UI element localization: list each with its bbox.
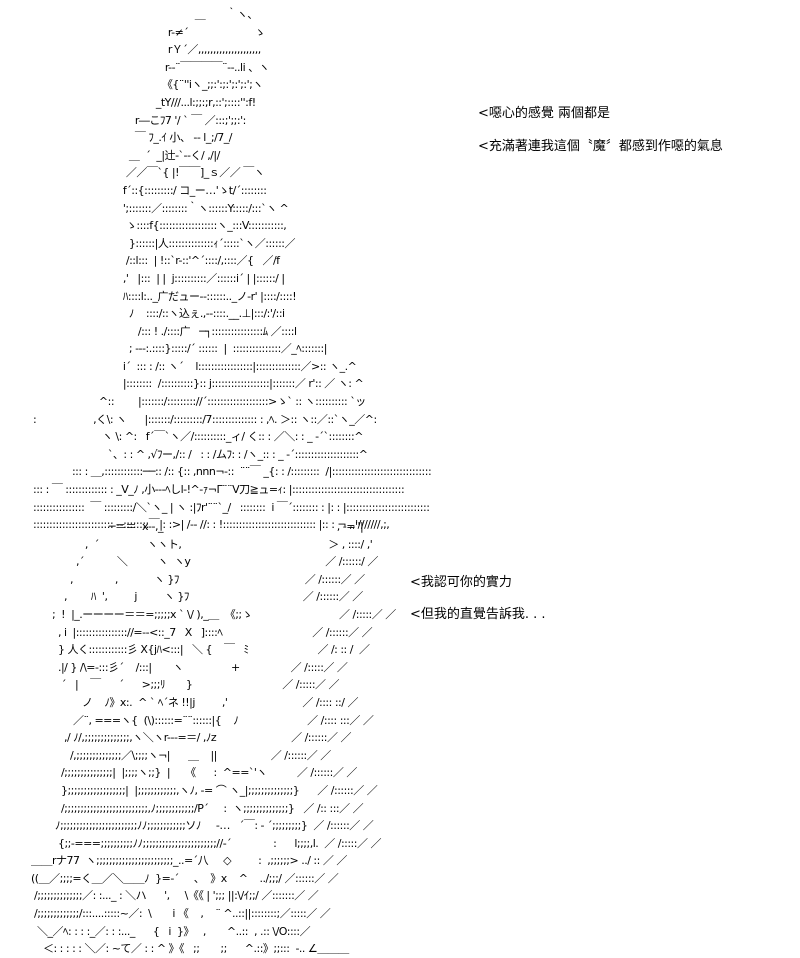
ascii-art-line: ／¨, ===ヽ{ (\)::::::=¨¨::::::|{ ﾉ ／ /::::… — [28, 713, 374, 727]
ascii-art-line: ::: : ￣ ::::::::::::: : _V_ﾉ ,小---ﾍしl-!^… — [30, 483, 405, 497]
ascii-art-line: ＿＿rナ77 ヽ;;;;;;;;;;;;;;;;;;;;;;;;_..=´八 ◇… — [28, 854, 347, 868]
ascii-art-line: r-≠´ ゝ — [30, 25, 266, 39]
ascii-art-line: } 人く::::::::::::彡 X{jﾊ<:::| ＼ { ￣ ﾐ ／ /:… — [28, 643, 370, 657]
ascii-art-line: ';:::::::／::::::::｀ヽ::::::Y:::::/:::`ヽ ^ — [30, 201, 289, 215]
ascii-art-line: , ﾊ ', j ヽ }ﾌ ／ /::::::／ ／ — [28, 590, 363, 604]
ascii-art-line: |:::::::: /::::::::::}:: j::::::::::::::… — [30, 377, 364, 391]
ascii-art-line: ﾉ ::::/::ヽ込ぇ.,--::::.__.⊥|:::/:'/::i — [30, 307, 285, 321]
ascii-art-line: ; ! |_.ーーーー＝＝=;;;;;x ` \/ ),_＿ 《;;ゝ ／ /:… — [28, 607, 396, 621]
ascii-art-line: ::: : ＿,::::::::::::──:: /:: {:: ,nnn¬-:… — [30, 465, 432, 479]
ascii-art-line: ─＝＝ x--,_ , -=''| — [28, 520, 364, 533]
ascii-art-line: r--¨￣￣￣￣¨--..li 、ヽ — [30, 60, 270, 74]
ascii-art-line: , i |:::::::::::::::://=--<::_7 X ]::::ﾍ… — [28, 625, 373, 639]
dialogue-line: <我認可你的實力 — [410, 575, 512, 590]
ascii-art-line: /;;;;;;;;;;;;;;;;;;;;;;;;;;,ﾉ;;;;;;;;;;;… — [28, 801, 364, 815]
ascii-art-top: ＿ ｀ヽ、 r-≠´ ゝ rＹ´／,,,,,,,,,,,,,,,,,,,,, r… — [30, 6, 432, 534]
ascii-art-line: /::l::: | !::`r-::'^´::::/,::::／{ ／/f — [30, 254, 280, 268]
ascii-art-line: ((＿／;;;;=く＿／＼＿＿ﾉ }=-´ 、 》x ^ ../;;;/ ／::… — [28, 871, 339, 885]
ascii-art-line: ￣ ﾌ_.ｲ 小、 -- l_;/7_/ — [30, 131, 233, 145]
ascii-art-line: ノ ﾉ》x:. ^ ` ﾍ´ネ !!|j ,' ／ /:::: ::/ ／ — [28, 695, 359, 709]
ascii-art-line: ヽ \: ^: f´￣`ヽ／/::::::::::_ィ/ く:: : ／＼: :… — [30, 430, 364, 444]
ascii-art-line: i´ ::: : /:: ヽ´ l:::::::::::::::::|:::::… — [30, 359, 357, 373]
ascii-art-line: f´::{:::::::::/ コ_ー…'ゝt/´:::::::: — [30, 183, 267, 197]
ascii-art-line: };;;;;;;;;;;;;;;;;;| |;;;;;;;;;;;;,ヽﾉ, -… — [28, 783, 378, 797]
ascii-art-line: 《{¨''iヽ_;;:':;:';:';:';ヽ — [30, 78, 263, 92]
ascii-art-line: ＿ ｀ヽ、 — [30, 8, 259, 21]
ascii-art-line: ﾉ;;;;;;;;;;;;;;;;;;;;;;;;ﾉﾉ;;;;;;;;;;;;ソ… — [28, 819, 374, 833]
ascii-art-line: /;;;;;;;;;;;;;/:::....:::::~／: \ i 《 , ¨… — [28, 907, 331, 921]
ascii-art-line: ＜: : : : : ＼／: ~て／ : : ^ 》《 ;; ;; ^.::》;… — [28, 942, 349, 956]
ascii-art-line: ,' |::: | | j::::::::::／::::::i´ | |::::… — [30, 271, 285, 285]
ascii-art-line: rＹ´／,,,,,,,,,,,,,,,,,,,,, — [30, 43, 261, 57]
ascii-art-line: /,;;;;;;;;;;;;;;／\;;;;ヽ¬| ＿ || ／ /::::::… — [28, 748, 331, 762]
ascii-art-line: /;;;;;;;;;;;;;;／: :..._ : ＼ハ ', \《《 | ';… — [28, 889, 319, 903]
dialogue-line: <噁心的感覺 兩個都是 — [478, 106, 611, 121]
ascii-art-line: ::::::::::::::::::::::::: --::::::::￣|: … — [30, 518, 390, 532]
ascii-art-line: `、: : ^ ,√ﾌー,/:: / : : /ムﾌ: : /ヽ_:: : _ … — [30, 447, 368, 461]
ascii-art-line: : ,く\: ヽ |:::::::/:::::::::/7:::::::::::… — [30, 412, 377, 426]
dialogue-line: <充滿著連我這個〝魔〞都感到作噁的氣息 — [478, 139, 723, 154]
ascii-art-line: ﾊ::::l:.._广だュー--::::::.._ノ-r' |::::/::::… — [30, 289, 297, 303]
ascii-art-line: ´ | ￣ ´ >;;;ﾘ } ／ /:::::／ ／ — [28, 678, 340, 692]
ascii-art-line: ; ---:.::::}:::::/´ :::::: | :::::::::::… — [30, 342, 328, 356]
ascii-art-line: }::::::|人::::::::::::::ｨ´:::::`ヽ／::::::／ — [30, 236, 296, 250]
ascii-art-line: /;;;;;;;;;;;;;;;| |;;;;ヽ;;} | 《 : ^==`'ヽ… — [28, 766, 357, 780]
ascii-art-line: _tY///...l:;;:;r,::';::::'':f! — [30, 95, 256, 109]
ascii-art-line: r―こﾌ7 '/ ` ￣ ／:::;';;:': — [30, 113, 246, 127]
ascii-art-line: , ´ ヽヽト, ＞ , ::::/ ,' — [28, 537, 373, 551]
ascii-art-line: :::::::::::::::: ￣ :::::::::/＼`ヽ_ | ヽ :|… — [30, 500, 430, 514]
ascii-art-line: ＼_／ﾍ: : : :_／: : :..._ { i }》 , ^..:: , … — [28, 924, 311, 938]
ascii-art-line: , , ヽ }ﾌ ／ /::::::／ ／ — [28, 572, 365, 586]
dialogue-line: <但我的直覺告訴我. . . — [410, 607, 546, 622]
ascii-art-line: ゝ::::f{::::::::::::::::::ヽ_:::V:::::::::… — [30, 219, 287, 233]
ascii-art-line: /::: ! ./::::广 ─┐::::::::::::::::ﾑ ／::::… — [30, 324, 297, 338]
ascii-art-line: ／／￣`{ |!￣￣]_ｓ／／ ￣ヽ — [30, 166, 265, 180]
ascii-art-line: ,´ ＼ ヽ ヽy ／ /::::::/ ／ — [28, 555, 378, 569]
ascii-art-line: ,/ ﾉ/,;;;;;;;;;;;;;;,ヽ＼ヽr---=＝/ ,ﾉz ／ /:… — [28, 731, 352, 745]
ascii-art-line: .|/ } /\=-:::彡´ /:::| ヽ + ／ /:::::／ ／ — [28, 660, 348, 674]
ascii-art-line: ^:: |:::::::/::::::::://´:::::::::::::::… — [30, 395, 366, 409]
ascii-art-line: {;;-===;;;;;;;;;;ﾉﾉ;;;;;;;;;;;;;;;;;;;;;… — [28, 836, 382, 850]
ascii-art-bottom: ─＝＝ x--,_ , -=''| , ´ ヽヽト, ＞ , ::::/ ,' … — [28, 518, 396, 958]
ascii-art-line: ＿ ´ _|辻-`--く/ ,/|/ — [30, 148, 220, 162]
